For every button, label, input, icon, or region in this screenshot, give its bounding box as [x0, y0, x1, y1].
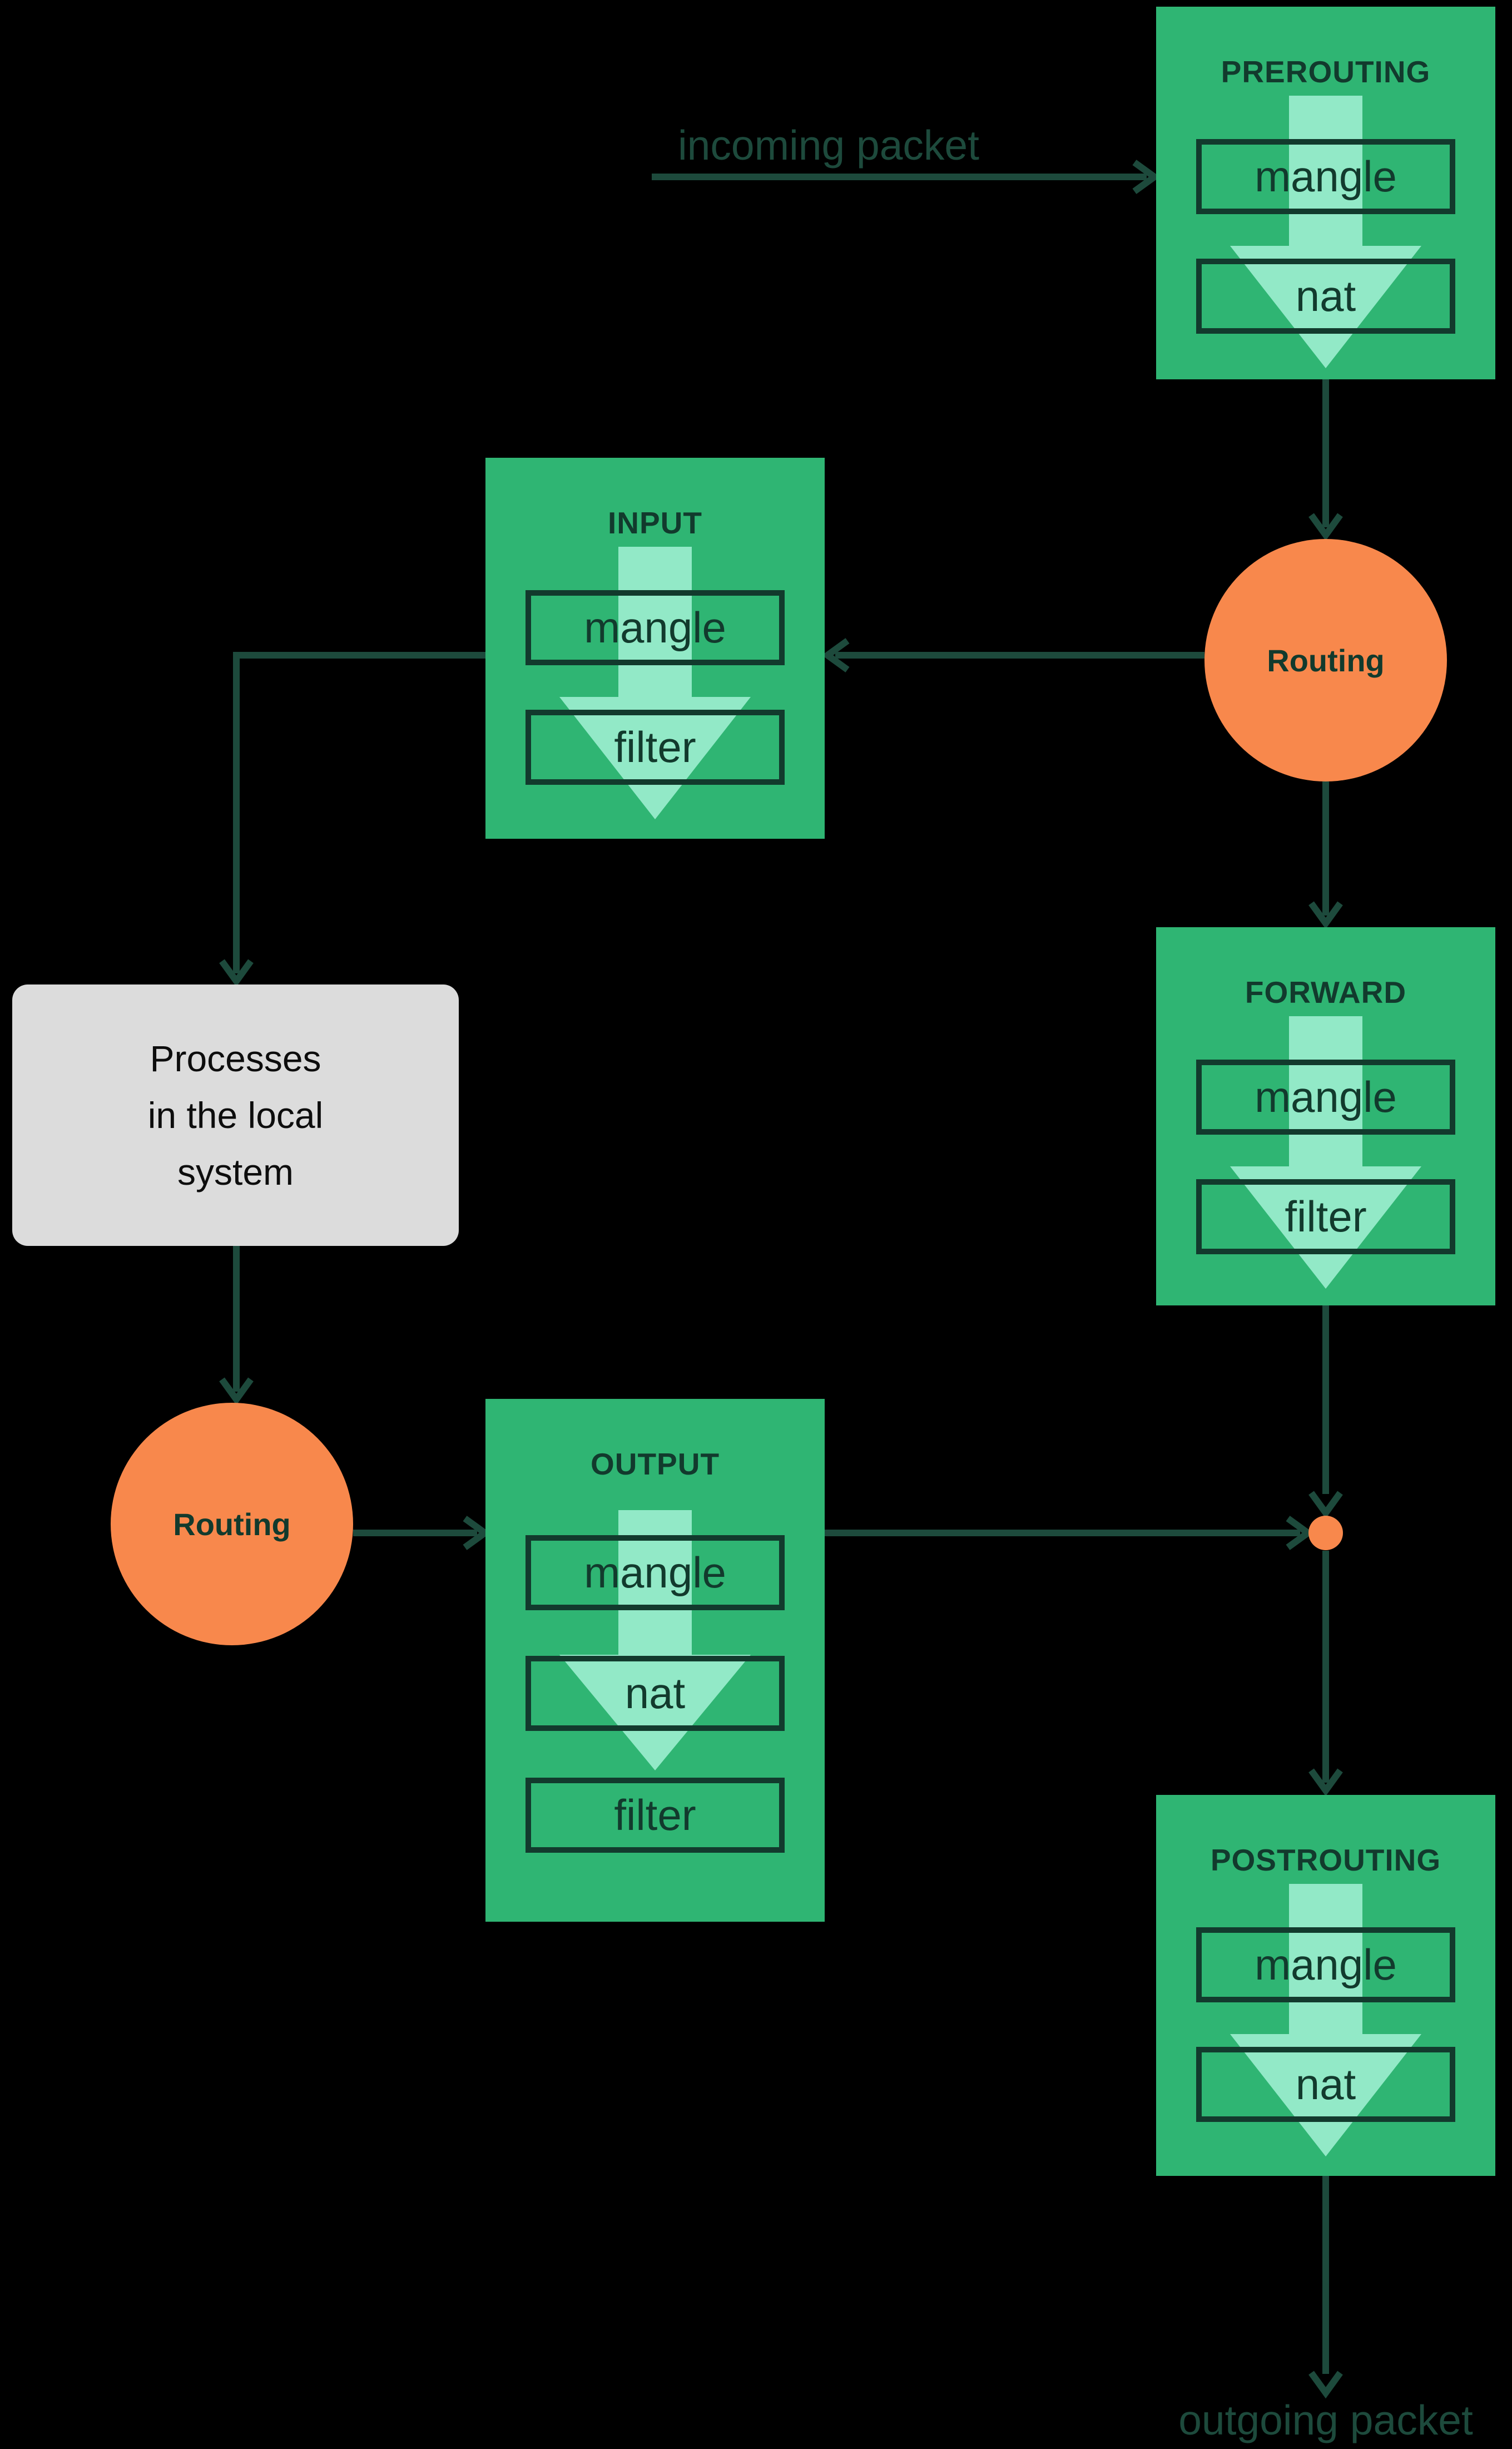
- rule-mangle: mangle: [1196, 1060, 1455, 1135]
- arrowhead-routing-to-input: [821, 638, 850, 672]
- connector-input-to-processes: [233, 652, 485, 973]
- processes-line: system: [177, 1151, 294, 1193]
- chain-prerouting: PREROUTING mangle nat: [1156, 7, 1495, 379]
- down-arrow-icon: [1230, 1016, 1421, 1289]
- rule-filter: filter: [1196, 1179, 1455, 1254]
- rule-nat: nat: [1196, 2047, 1455, 2122]
- down-arrow-icon: [1230, 1884, 1421, 2156]
- chain-postrouting: POSTROUTING mangle nat: [1156, 1795, 1495, 2176]
- arrowhead-output-to-junction: [1286, 1516, 1314, 1550]
- arrowhead-routing-to-output: [463, 1516, 491, 1550]
- processes-line: Processes: [150, 1038, 321, 1079]
- processes-line: in the local: [147, 1095, 324, 1136]
- chain-input: INPUT mangle filter: [485, 458, 825, 839]
- chain-output: OUTPUT mangle nat filter: [485, 1399, 825, 1922]
- rule-mangle: mangle: [1196, 1927, 1455, 2002]
- routing-node-bottom: Routing: [111, 1403, 353, 1645]
- arrowhead-forward-to-junction: [1308, 1491, 1343, 1519]
- rule-nat: nat: [526, 1656, 785, 1731]
- arrowhead-input-to-processes: [219, 959, 254, 987]
- rule-mangle: mangle: [1196, 139, 1455, 214]
- routing-label: Routing: [173, 1506, 291, 1542]
- arrowhead-incoming-packet: [1132, 160, 1161, 194]
- chain-title: OUTPUT: [590, 1447, 720, 1481]
- rule-mangle: mangle: [526, 590, 785, 665]
- rule-nat: nat: [1196, 259, 1455, 334]
- routing-label: Routing: [1267, 642, 1385, 678]
- junction-dot: [1308, 1516, 1343, 1550]
- chain-title: INPUT: [608, 506, 702, 540]
- chain-title: FORWARD: [1245, 975, 1407, 1010]
- arrowhead-prerouting-to-routing: [1308, 513, 1343, 541]
- down-arrow-icon: [559, 1510, 751, 1770]
- incoming-packet-label: incoming packet: [678, 122, 979, 169]
- down-arrow-icon: [559, 547, 751, 819]
- routing-node-top: Routing: [1204, 539, 1447, 781]
- chain-forward: FORWARD mangle filter: [1156, 927, 1495, 1305]
- rule-filter: filter: [526, 1778, 785, 1853]
- chain-title: POSTROUTING: [1210, 1843, 1441, 1877]
- arrowhead-routing-to-forward: [1308, 901, 1343, 929]
- chain-title: PREROUTING: [1221, 55, 1431, 89]
- down-arrow-icon: [1230, 96, 1421, 368]
- outgoing-packet-label: outgoing packet: [1178, 2397, 1473, 2443]
- processes-box: Processes in the local system: [12, 984, 459, 1246]
- rule-filter: filter: [526, 710, 785, 785]
- arrowhead-junction-to-postrouting: [1308, 1768, 1343, 1797]
- arrowhead-postrouting-to-outgoing: [1308, 2371, 1343, 2399]
- arrowhead-processes-to-routing: [219, 1377, 254, 1406]
- rule-mangle: mangle: [526, 1535, 785, 1610]
